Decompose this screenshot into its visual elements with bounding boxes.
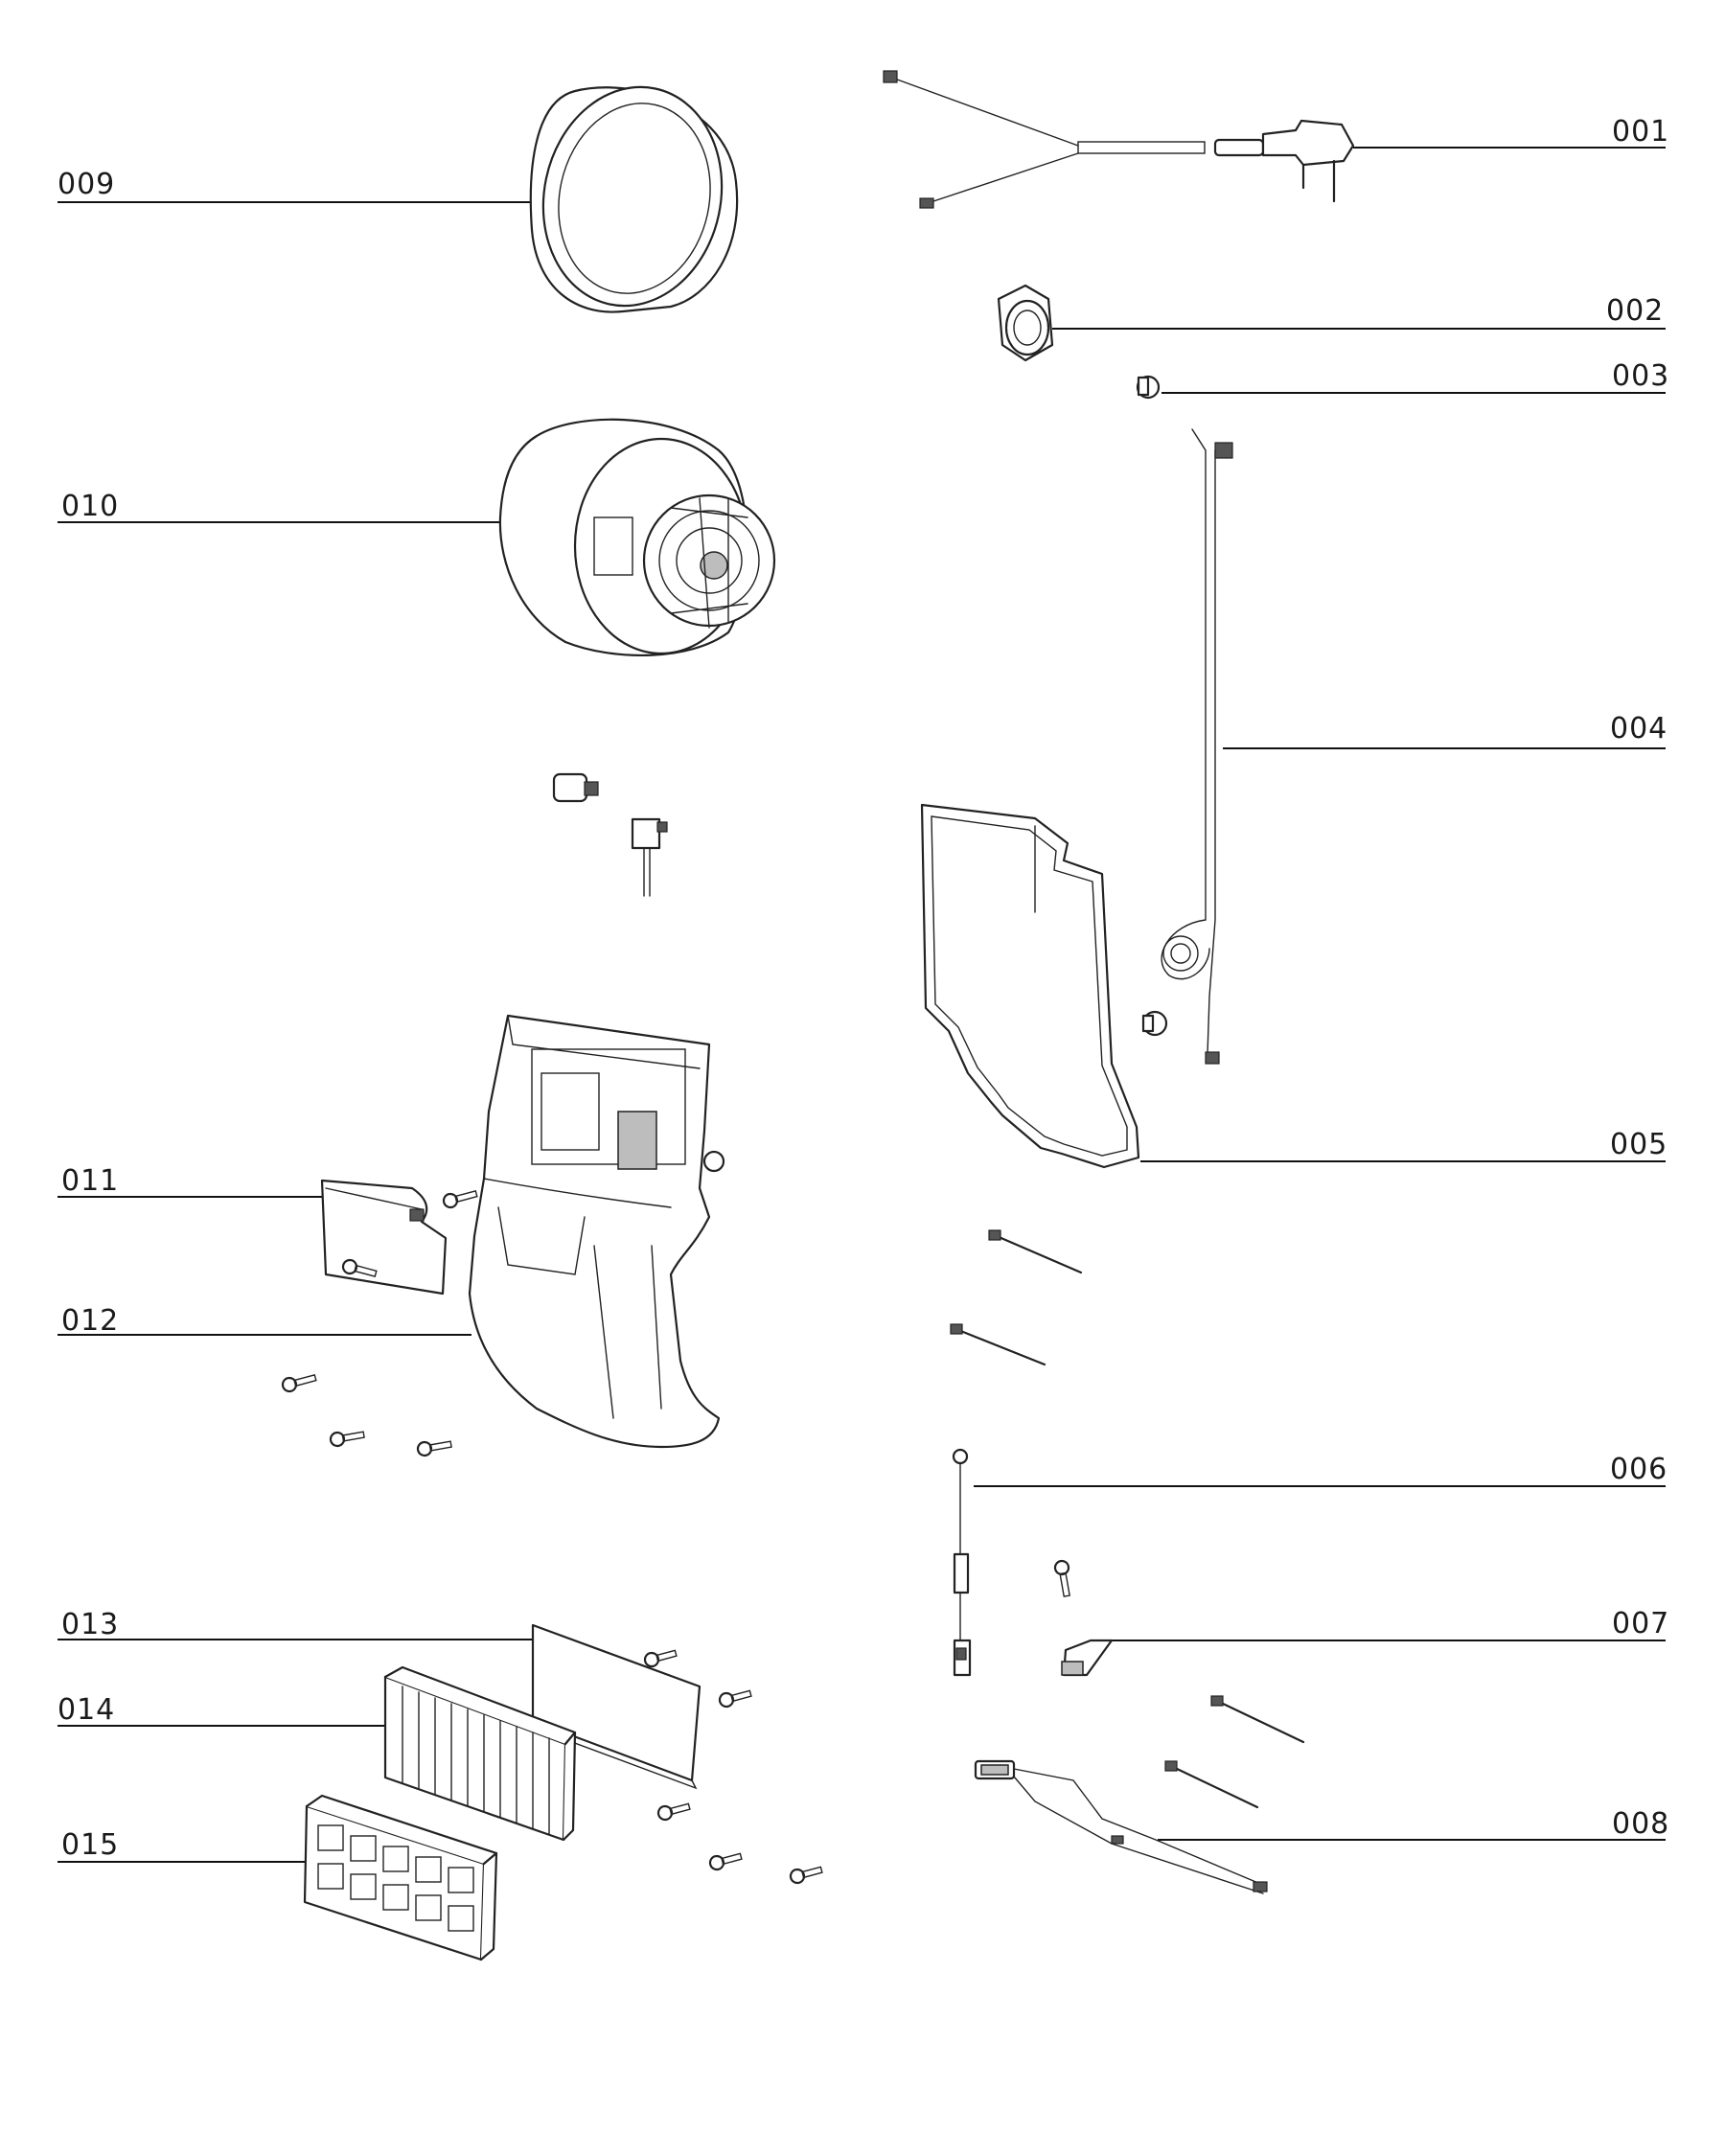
part-005-gasket [920,803,1140,1169]
part-012-housing [468,1014,725,1449]
screw-group-housing [281,1189,478,1457]
callout-009: 009 [58,168,533,203]
label-002: 002 [1606,294,1664,328]
cable-ties-lower [1164,1695,1305,1809]
screw-group-filters [643,1649,823,1885]
callout-015: 015 [58,1828,307,1863]
callout-001: 001 [1353,115,1669,149]
callout-007: 007 [1110,1607,1669,1641]
label-001: 001 [1612,115,1669,149]
label-007: 007 [1612,1607,1669,1640]
callout-002: 002 [1052,294,1666,330]
callout-006: 006 [974,1453,1668,1487]
part-009-ring [529,85,739,313]
callout-012: 012 [58,1304,472,1338]
label-008: 008 [1612,1807,1669,1841]
part-004-wire-loom [1141,428,1233,1065]
label-013: 013 [61,1608,119,1641]
part-010-motor [498,418,776,657]
label-009: 009 [58,168,115,201]
part-014-pleated-filter [383,1665,577,1842]
label-006: 006 [1610,1453,1668,1486]
part-001-power-cord [883,70,1355,209]
part-015-grid-filter [303,1794,498,1961]
label-005: 005 [1610,1128,1668,1161]
callout-014: 014 [58,1693,385,1727]
part-003-knob [1136,375,1161,400]
label-014: 014 [58,1693,115,1727]
label-012: 012 [61,1304,119,1338]
part-motor-bushing [552,772,599,803]
part-007-bracket [1061,1639,1114,1677]
label-003: 003 [1612,359,1669,393]
label-015: 015 [61,1828,119,1862]
part-008-wiring-harness [974,1759,1268,1894]
callout-008: 008 [1158,1807,1669,1841]
callout-003: 003 [1162,359,1669,394]
label-011: 011 [61,1164,119,1198]
callout-004: 004 [1223,712,1668,749]
part-002-hose-inlet [997,284,1054,362]
part-motor-clip [631,817,668,897]
callout-013: 013 [58,1608,533,1641]
part-006-sensor-wire [952,1448,972,1677]
callout-011: 011 [58,1164,326,1198]
cable-ties-upper [950,1229,1083,1366]
part-011-cover [320,1179,448,1296]
callout-010: 010 [58,490,500,523]
label-004: 004 [1610,712,1668,745]
callout-005: 005 [1140,1128,1668,1162]
screw-sensor [1053,1559,1070,1597]
label-010: 010 [61,490,119,523]
